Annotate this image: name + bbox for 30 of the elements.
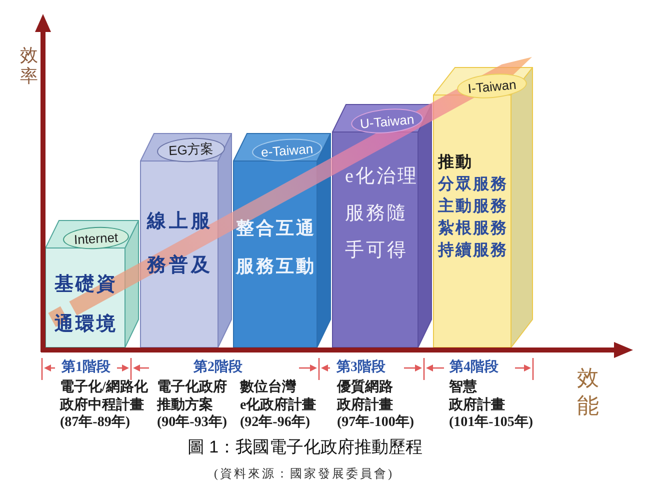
plan-text: 數位台灣e化政府計畫(92年-96年)	[240, 379, 316, 432]
oval-badge: Internet	[62, 225, 130, 251]
axis-label: 效率	[20, 45, 38, 87]
service-item: 持續服務	[438, 240, 508, 261]
source-note: (資料來源：國家發展委員會)	[214, 466, 394, 482]
bar-block	[233, 133, 331, 348]
bar-block	[140, 133, 232, 348]
phase-label: 第4階段	[450, 359, 498, 377]
service-item: 分眾服務	[438, 174, 508, 195]
plan-text: 電子化政府推動方案(90年-93年)	[157, 379, 227, 432]
service-item: 紮根服務	[438, 218, 508, 239]
plan-text: 優質網路政府計畫(97年-100年)	[337, 379, 414, 432]
plan-text: 電子化/網路化政府中程計畫(87年-89年)	[60, 379, 148, 432]
oval-badge: EG方案	[156, 136, 226, 164]
phase-label: 第1階段	[62, 359, 110, 377]
stage-heading: 推動	[438, 152, 473, 173]
stage-description: 整合互通服務互動	[236, 217, 316, 278]
stage-description: e化治理服務隨手可得	[345, 165, 418, 263]
phase-label: 第2階段	[194, 359, 242, 377]
phase-label: 第3階段	[336, 359, 386, 377]
stage-description: 線上服務普及	[147, 210, 213, 278]
stage-description: 基礎資通環境	[54, 273, 118, 337]
bar-block	[433, 67, 533, 348]
plan-text: 智慧政府計畫(101年-105年)	[449, 379, 533, 432]
axis-label: 效能	[577, 364, 599, 420]
figure-caption: 圖 1：我國電子化政府推動歷程	[187, 436, 423, 458]
service-item: 主動服務	[438, 196, 508, 217]
oval-badge: e-Taiwan	[251, 136, 323, 164]
oval-badge: I-Taiwan	[456, 71, 528, 101]
bar-block	[332, 104, 432, 348]
